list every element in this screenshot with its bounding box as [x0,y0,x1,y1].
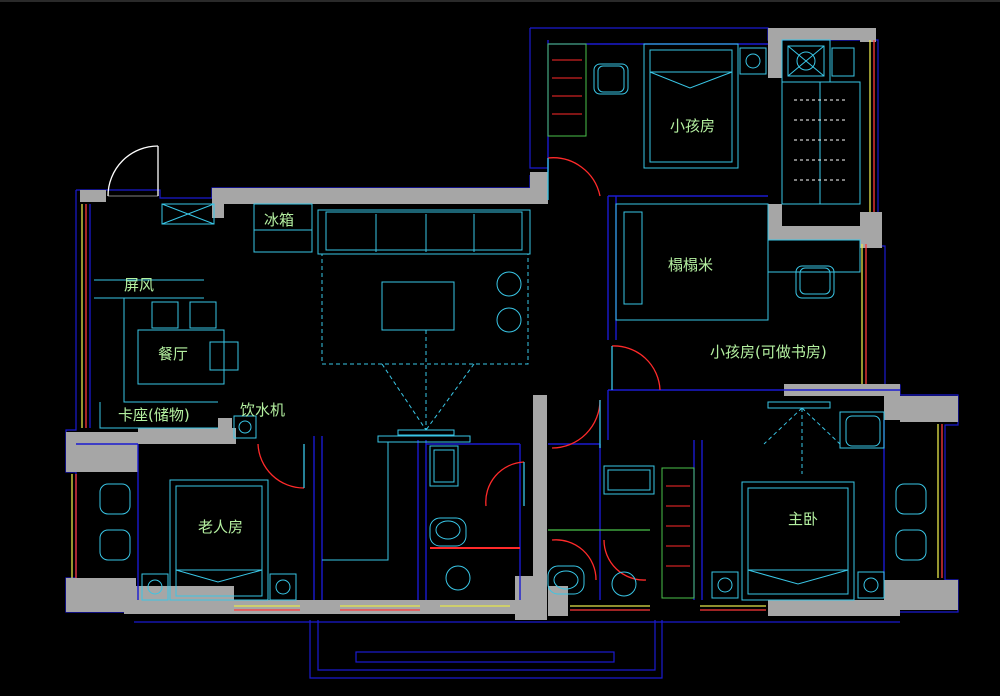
small-kids-room-label: 小孩房 [670,117,716,135]
furniture [94,39,927,601]
elderly-room-label: 老人房 [198,518,244,536]
master-bedroom-label: 主卧 [788,510,819,528]
dining-label: 餐厅 [158,345,189,363]
fridge-label: 冰箱 [264,211,295,229]
water-dispenser-label: 饮水机 [240,401,286,419]
tatami-label: 榻榻米 [668,256,714,274]
booth-storage-label: 卡座(储物) [118,406,190,424]
doors [107,145,661,581]
wardrobes [547,43,846,599]
screen-label: 屏风 [124,276,155,294]
windows [71,40,943,611]
kids-room-study-label: 小孩房(可做书房) [710,343,827,361]
